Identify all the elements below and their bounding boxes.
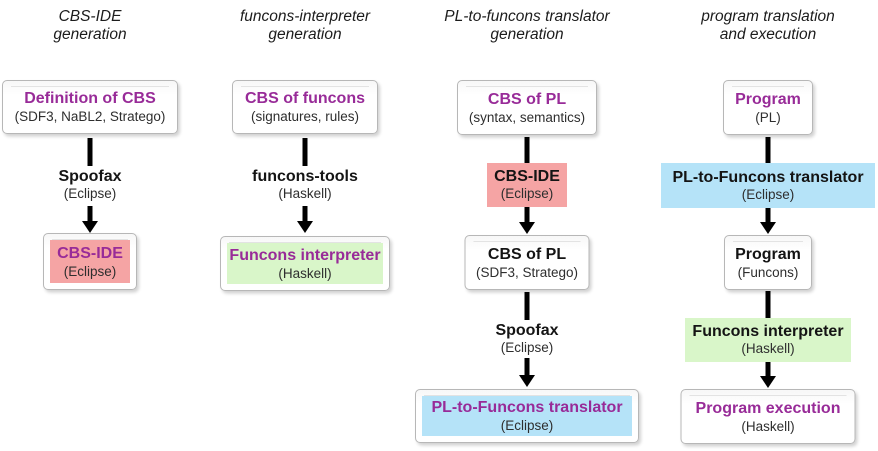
cbs-of-pl-box: CBS of PL (syntax, semantics)	[457, 80, 597, 135]
box-subtitle: (Funcons)	[737, 264, 799, 280]
flow-line	[87, 138, 93, 166]
column-title-line2: generation	[490, 26, 564, 43]
box-subtitle: (SDF3, NaBL2, Stratego)	[14, 109, 166, 124]
box-title: PL-to-Funcons translator	[431, 399, 623, 416]
box-title: CBS-IDE	[57, 244, 123, 262]
flow-line	[765, 137, 771, 163]
column-pl-to-funcons-translator-generation: PL-to-funcons translator generation CBS …	[415, 0, 639, 451]
tool-name: CBS-IDE	[494, 168, 560, 185]
column-title-line2: generation	[268, 26, 342, 43]
column-title-line2: and execution	[719, 26, 817, 43]
box-subtitle: (Eclipse)	[63, 263, 117, 279]
box-subtitle: (Eclipse)	[500, 418, 554, 433]
box-title: CBS of funcons	[245, 90, 365, 107]
box-title: CBS of PL	[487, 90, 567, 108]
column-title-line1: program translation	[701, 8, 835, 25]
flow-line	[524, 137, 530, 163]
box-subtitle: (syntax, semantics)	[468, 109, 586, 125]
tool-subtitle: (Eclipse)	[500, 186, 554, 201]
box-subtitle: (SDF3, Stratego)	[475, 264, 579, 280]
flow-arrow	[297, 206, 313, 233]
flow-line	[524, 292, 530, 320]
column-program-translation-and-execution: program translation and execution Progra…	[661, 0, 875, 451]
cbs-of-pl-generated-box: CBS of PL (SDF3, Stratego)	[464, 235, 590, 290]
box-title: Funcons interpreter	[229, 246, 381, 264]
tool-name: PL-to-Funcons translator	[672, 168, 864, 186]
column-title: CBS-IDE generation	[0, 8, 210, 44]
box-title: Program	[735, 245, 801, 263]
box-subtitle: (Haskell)	[741, 418, 795, 434]
box-fill: Funcons interpreter (Haskell)	[227, 243, 383, 284]
program-pl-box: Program (PL)	[723, 80, 813, 135]
tool-subtitle: (Eclipse)	[63, 186, 117, 201]
box-title: Definition of CBS	[24, 90, 156, 107]
cbs-of-funcons-box: CBS of funcons (signatures, rules)	[232, 80, 378, 134]
funcons-interpreter-result-box: Funcons interpreter (Haskell)	[220, 236, 390, 291]
pl-to-funcons-translator-tool-box: PL-to-Funcons translator (Eclipse)	[661, 163, 875, 208]
funcons-interpreter-tool-box: Funcons interpreter (Haskell)	[685, 318, 851, 362]
box-subtitle: (PL)	[755, 109, 781, 125]
flow-arrow	[519, 358, 535, 387]
column-title-line2: generation	[53, 26, 127, 43]
cbs-ide-result-box: CBS-IDE (Eclipse)	[43, 233, 137, 290]
tool-name: Spoofax	[495, 322, 559, 339]
flow-line	[765, 291, 771, 318]
column-title-line1: funcons-interpreter	[239, 8, 371, 25]
tool-subtitle: (Eclipse)	[741, 186, 795, 202]
column-title: funcons-interpreter generation	[185, 8, 425, 44]
column-funcons-interpreter-generation: funcons-interpreter generation CBS of fu…	[220, 0, 390, 451]
flow-arrow	[519, 207, 535, 234]
pl-to-funcons-translator-result-box: PL-to-Funcons translator (Eclipse)	[415, 389, 639, 443]
tool-subtitle: (Haskell)	[278, 186, 332, 201]
tool-name: Funcons interpreter	[692, 323, 844, 340]
program-funcons-box: Program (Funcons)	[724, 235, 812, 290]
box-title: Program	[735, 90, 801, 108]
box-title: Program execution	[695, 399, 841, 417]
tool-subtitle: (Haskell)	[741, 341, 795, 356]
column-cbs-ide-generation: CBS-IDE generation Definition of CBS (SD…	[2, 0, 178, 451]
box-title: CBS of PL	[487, 245, 567, 263]
flow-arrow	[760, 208, 776, 234]
flow-arrow	[82, 206, 98, 233]
tool-name: funcons-tools	[252, 168, 358, 185]
box-fill: CBS-IDE (Eclipse)	[50, 240, 130, 283]
flow-arrow	[760, 362, 776, 388]
funcons-tools-tool-label: funcons-tools (Haskell)	[252, 168, 358, 202]
tool-name: Spoofax	[58, 168, 122, 185]
box-subtitle: (signatures, rules)	[250, 109, 360, 124]
flow-line	[302, 138, 308, 166]
box-subtitle: (Haskell)	[278, 265, 332, 281]
column-title: PL-to-funcons translator generation	[407, 8, 647, 44]
spoofax-tool-label: Spoofax (Eclipse)	[495, 322, 558, 356]
column-title-line1: CBS-IDE	[58, 8, 122, 25]
column-title: program translation and execution	[648, 8, 878, 44]
spoofax-tool-label: Spoofax (Eclipse)	[58, 168, 121, 202]
column-title-line1: PL-to-funcons translator	[444, 8, 610, 25]
cbs-ide-tool-box: CBS-IDE (Eclipse)	[487, 163, 567, 207]
box-fill: PL-to-Funcons translator (Eclipse)	[422, 396, 632, 436]
definition-of-cbs-box: Definition of CBS (SDF3, NaBL2, Stratego…	[2, 80, 178, 134]
program-execution-box: Program execution (Haskell)	[680, 389, 856, 444]
tool-subtitle: (Eclipse)	[500, 340, 554, 355]
